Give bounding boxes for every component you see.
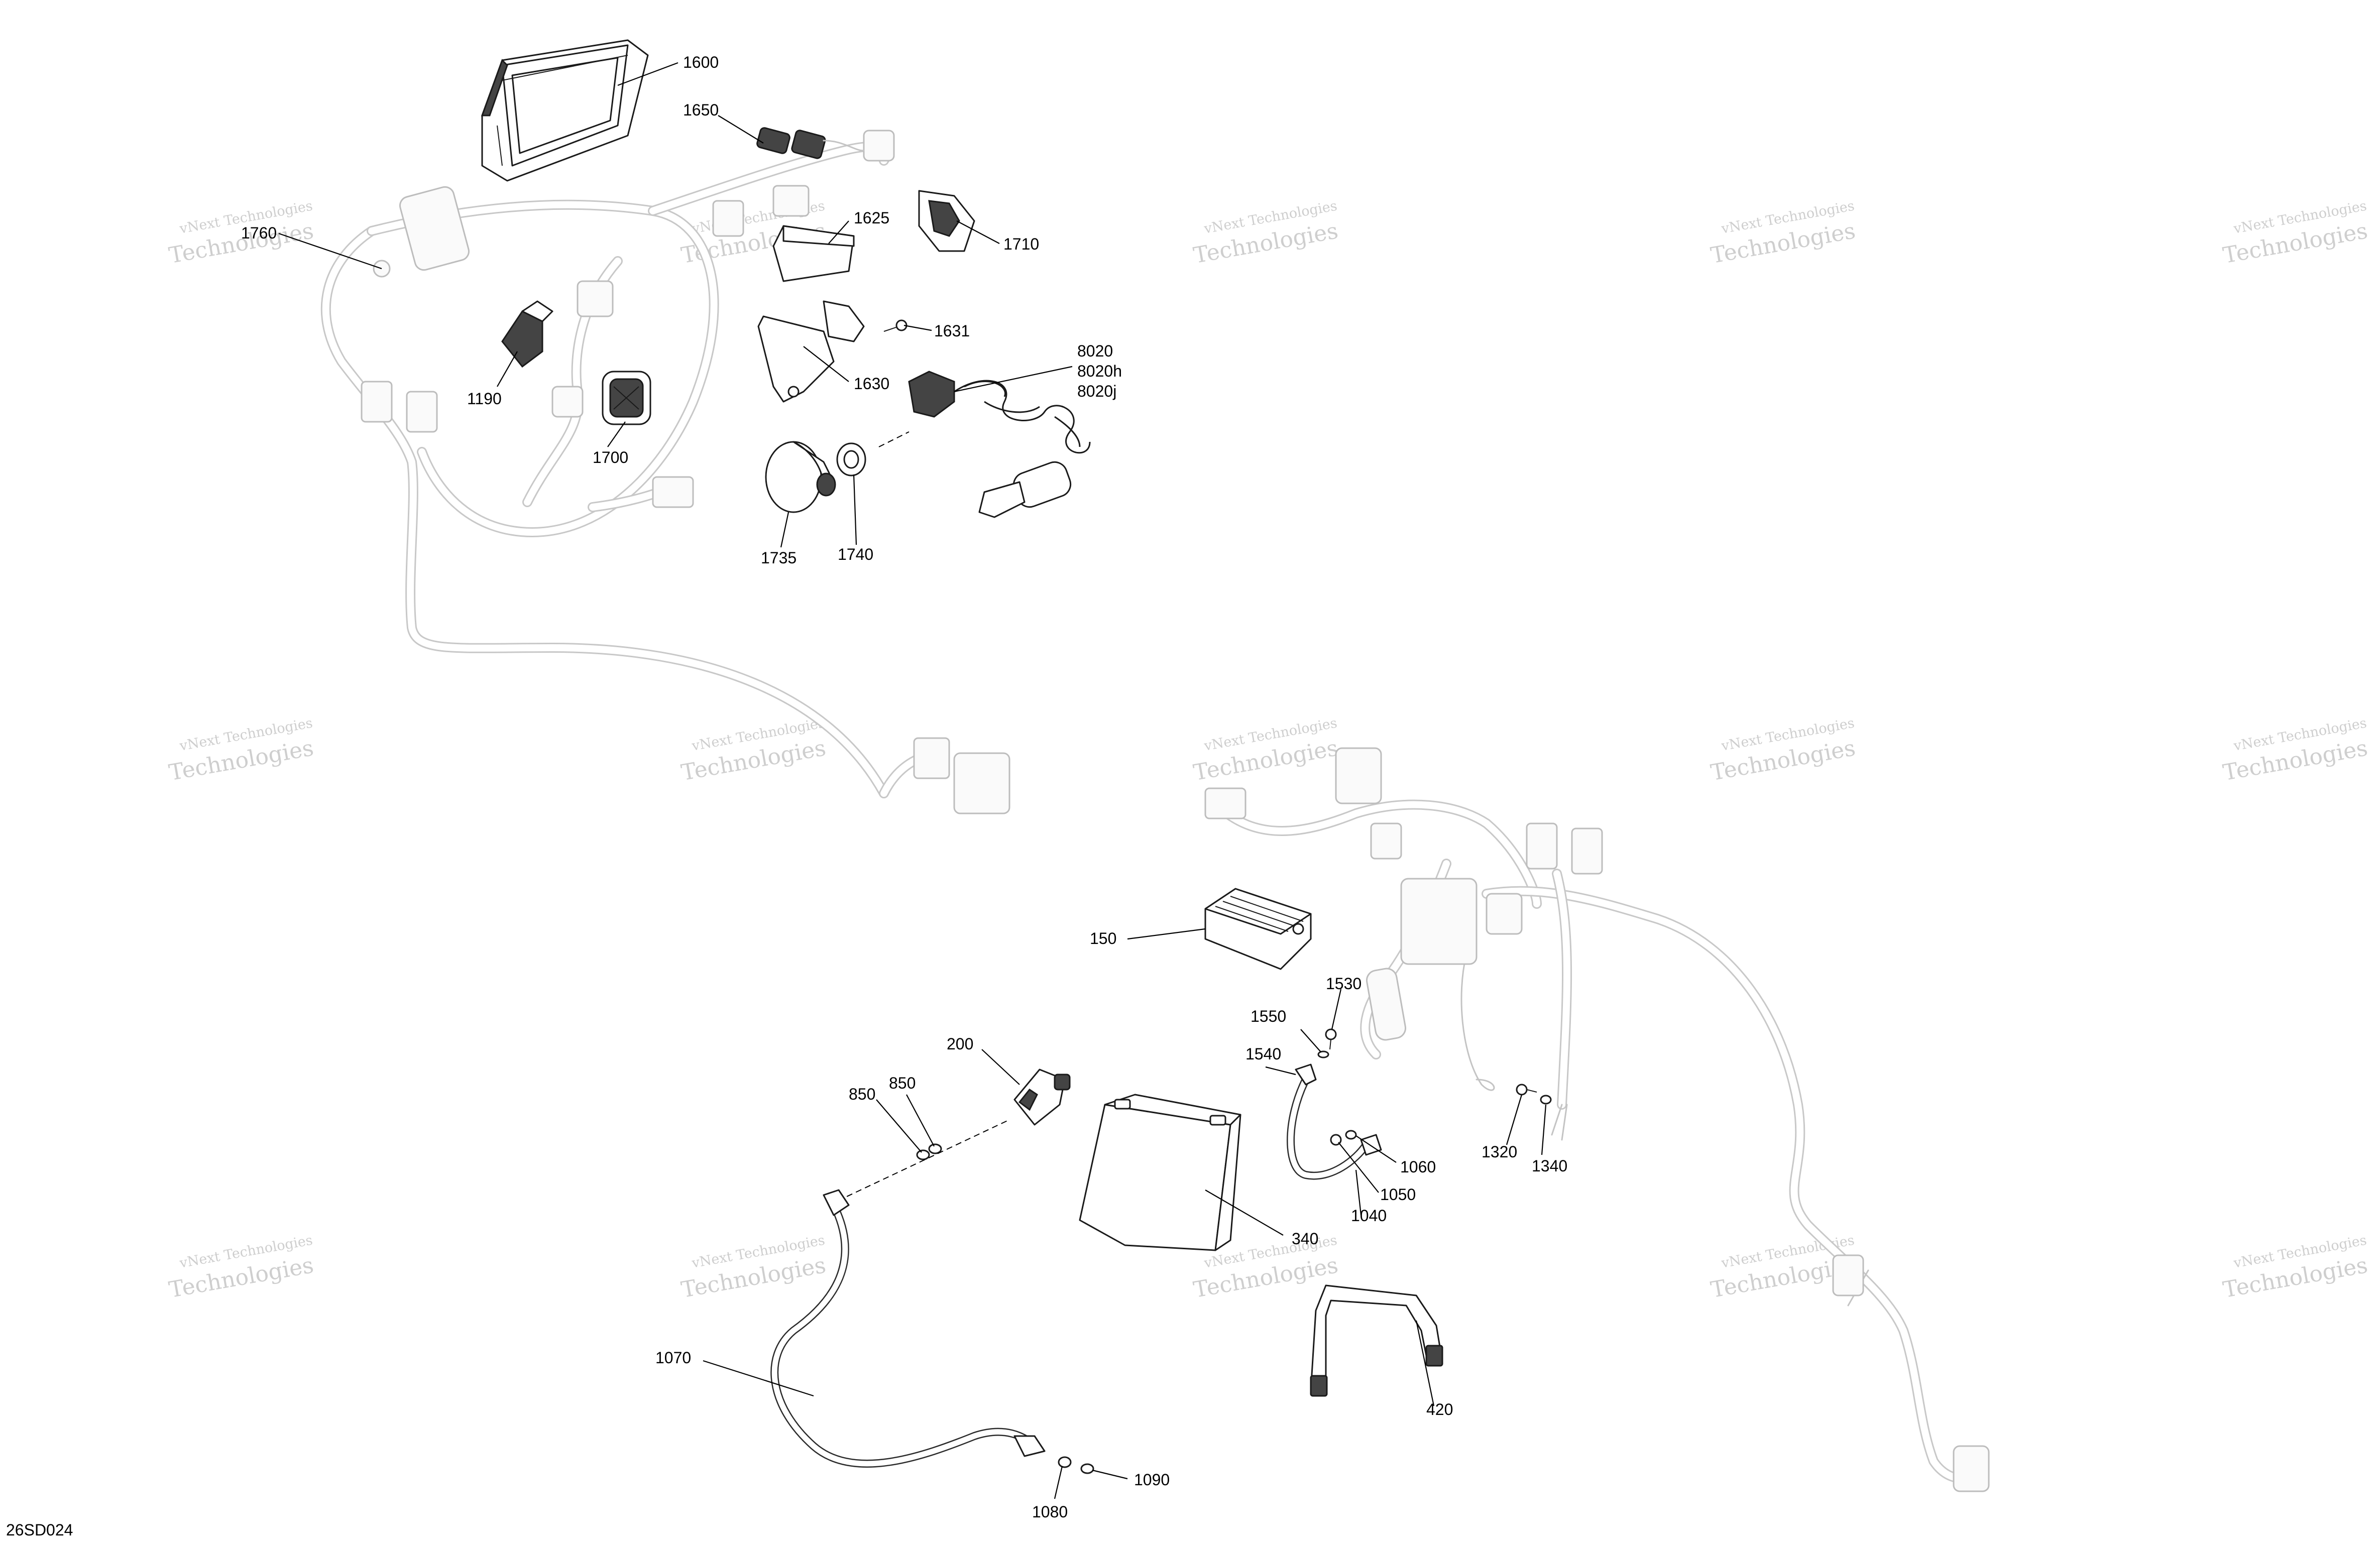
callout-1080: 1080 [1032,1503,1068,1521]
callout-1050: 1050 [1380,1185,1416,1204]
watermark: vNext Technologies Technologies [2221,198,2370,269]
watermark-layer: vNext Technologies Technologies vNext Te… [167,198,2370,1303]
watermark: vNext Technologies Technologies [1192,198,1340,269]
watermark: vNext Technologies Technologies [679,1233,828,1303]
part-1740-nut [836,442,866,477]
callout-1650: 1650 [683,101,719,119]
part-850-nut-a [916,1149,930,1160]
callout-8020j: 8020j [1077,382,1116,400]
part-1040-negative-cable [1287,1063,1382,1180]
callout-8020h: 8020h [1077,362,1122,380]
callout-1760: 1760 [241,224,277,242]
part-1530-bolt [1325,1028,1337,1050]
callout-1070: 1070 [655,1349,691,1367]
callout-1600: 1600 [683,53,719,71]
part-1710-switch [918,190,975,252]
callout-labels: 1600 1650 1760 1625 1710 1631 1630 8020 … [241,53,1567,1521]
part-200-starter-solenoid [1013,1069,1071,1126]
callout-420: 420 [1426,1400,1453,1418]
callout-1735: 1735 [761,549,797,567]
callout-850-b: 850 [889,1074,916,1092]
callout-850-a: 850 [849,1085,875,1103]
callout-200: 200 [947,1035,973,1053]
callout-1630: 1630 [854,375,889,393]
callout-1090: 1090 [1134,1471,1170,1489]
callout-150: 150 [1090,929,1116,947]
leader-lines [278,62,1547,1499]
part-1090-washer [1080,1463,1094,1474]
upper-wiring-harness [320,130,1010,814]
watermark: vNext Technologies Technologies [2221,716,2370,786]
callout-1710: 1710 [1003,235,1039,253]
watermark: vNext Technologies Technologies [679,716,828,786]
part-1070-positive-cable [770,1189,1046,1468]
callout-1190: 1190 [467,390,502,408]
part-1735-ignition-switch [765,441,836,513]
part-1630-bracket [757,300,865,403]
part-340-battery [1079,1094,1241,1251]
assembly-axis [878,431,910,447]
callout-340: 340 [1292,1230,1318,1248]
watermark: vNext Technologies Technologies [1709,198,1858,269]
callout-1040: 1040 [1351,1207,1387,1225]
part-1700-switch [602,371,651,425]
part-1550-washer [1317,1050,1329,1058]
callout-1530: 1530 [1326,975,1362,993]
callout-8020: 8020 [1077,342,1113,360]
callout-1625: 1625 [854,209,889,227]
part-150-voltage-regulator [1204,888,1312,970]
part-1060-nut [1345,1130,1357,1140]
part-1600-instrument-cluster [481,39,649,182]
diagram-reference-code: 26SD024 [6,1521,73,1539]
part-1340-washer [1540,1095,1552,1105]
part-420-battery-strap [1310,1284,1443,1397]
callout-1550: 1550 [1251,1007,1286,1025]
part-1631-screw [883,319,908,332]
part-850-nut-b [928,1143,942,1154]
part-8020-key-lanyard [908,371,1091,518]
watermark: vNext Technologies Technologies [2221,1233,2370,1303]
part-1625-module [772,225,855,282]
part-1190-connector [501,300,553,368]
callout-1540: 1540 [1245,1045,1281,1063]
assembly-axis [828,1119,1010,1206]
watermark: vNext Technologies Technologies [1709,716,1858,786]
callout-1320: 1320 [1482,1143,1517,1161]
callout-1740: 1740 [838,545,873,563]
callout-1700: 1700 [593,448,628,466]
part-1080-nut [1058,1456,1072,1468]
callout-1340: 1340 [1532,1157,1567,1175]
callout-1060: 1060 [1400,1158,1436,1176]
watermark: vNext Technologies Technologies [167,1233,316,1303]
lower-wiring-harness [1204,747,1990,1492]
watermark: vNext Technologies Technologies [1192,716,1340,786]
part-1320-bolt [1516,1084,1537,1096]
part-1650-connector [756,127,865,159]
callout-1631: 1631 [934,322,970,340]
watermark: vNext Technologies Technologies [167,716,316,786]
